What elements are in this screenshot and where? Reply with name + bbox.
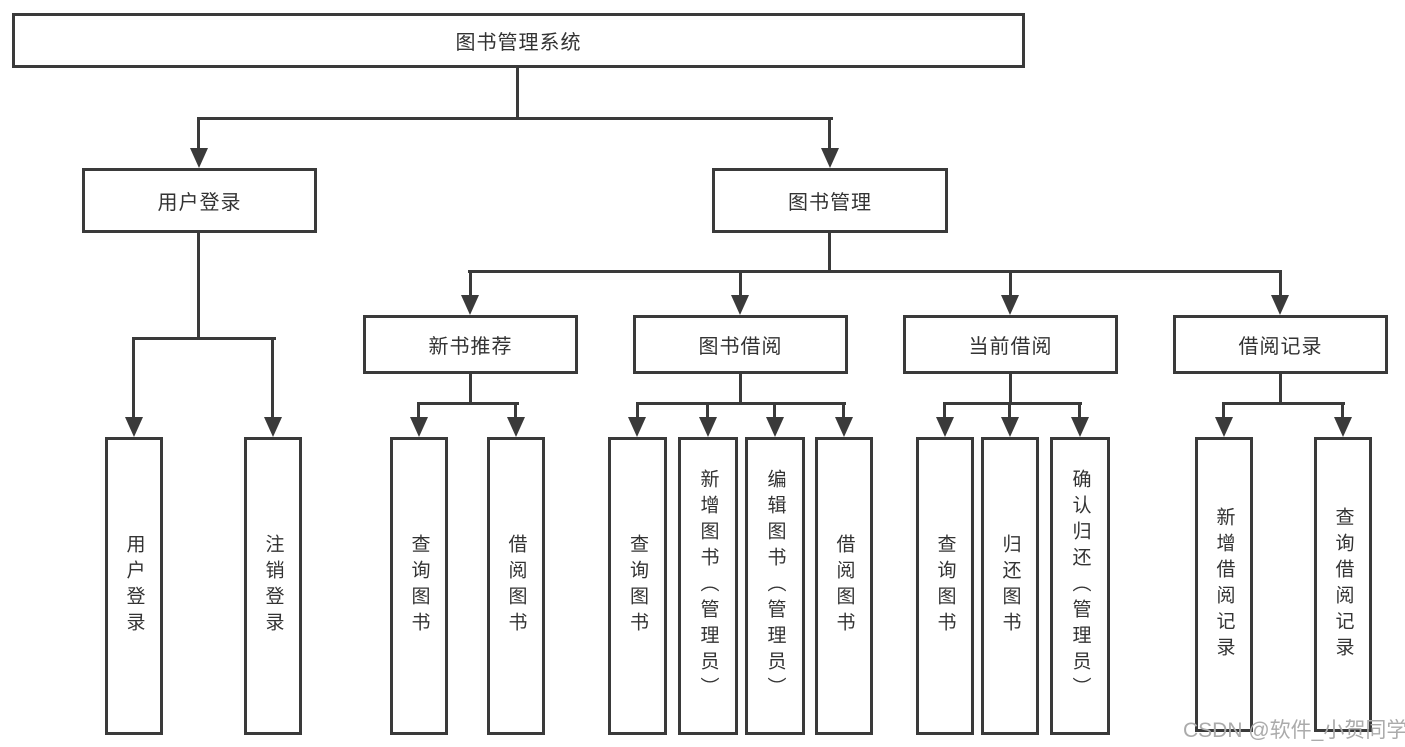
connector-line [1222,402,1225,417]
connector-line [706,402,709,417]
connector-line [828,233,831,270]
node-new-book-recommendation: 新书推荐 [363,315,578,374]
connector-line [469,270,472,295]
node-label: 新书推荐 [428,336,513,358]
arrow-down-icon [1071,417,1089,437]
leaf-label: 编辑图书（管理员） [764,469,786,703]
node-user-login: 用户登录 [82,168,317,233]
connector-line [1009,270,1012,295]
node-label: 借阅记录 [1238,336,1323,358]
leaf-label: 新增图书（管理员） [697,469,719,703]
node-borrowing-records: 借阅记录 [1173,315,1388,374]
leaf-label: 注销登录 [262,534,284,638]
leaf-return-books: 归还图书 [981,437,1039,735]
connector-line [1222,402,1345,405]
leaf-label: 用户登录 [123,534,145,638]
connector-line [636,402,639,417]
leaf-borrow-books-recommend: 借阅图书 [487,437,545,735]
connector-line [468,270,1282,273]
connector-line [197,233,200,337]
connector-line [197,117,200,148]
connector-line [417,402,519,405]
connector-line [943,402,1082,405]
arrow-down-icon [461,295,479,315]
connector-line [636,402,846,405]
connector-line [943,402,946,417]
node-current-borrowing: 当前借阅 [903,315,1118,374]
arrow-down-icon [821,148,839,168]
node-book-borrowing: 图书借阅 [633,315,848,374]
leaf-add-books-admin: 新增图书（管理员） [678,437,738,735]
arrow-down-icon [125,417,143,437]
arrow-down-icon [628,417,646,437]
node-label: 图书借阅 [698,336,783,358]
leaf-user-login: 用户登录 [105,437,163,735]
connector-line [1008,402,1011,417]
leaf-label: 归还图书 [999,534,1021,638]
leaf-query-borrow-record: 查询借阅记录 [1314,437,1372,732]
leaf-borrow-books: 借阅图书 [815,437,873,735]
arrow-down-icon [1334,417,1352,437]
connector-line [132,337,135,417]
arrow-down-icon [936,417,954,437]
arrow-down-icon [190,148,208,168]
connector-line [132,337,276,340]
connector-line [1078,402,1081,417]
node-label: 图书管理 [788,192,872,214]
connector-line [514,402,517,417]
leaf-logout: 注销登录 [244,437,302,735]
leaf-query-books-current: 查询图书 [916,437,974,735]
arrow-down-icon [699,417,717,437]
arrow-down-icon [1215,417,1233,437]
leaf-label: 查询借阅记录 [1332,506,1354,663]
leaf-edit-books-admin: 编辑图书（管理员） [745,437,805,735]
node-library-management-system: 图书管理系统 [12,13,1025,68]
connector-line [739,270,742,295]
arrow-down-icon [1271,295,1289,315]
leaf-label: 确认归还（管理员） [1069,469,1091,703]
connector-line [197,117,833,120]
arrow-down-icon [731,295,749,315]
leaf-label: 查询图书 [408,534,430,638]
leaf-label: 查询图书 [934,534,956,638]
connector-line [1341,402,1344,417]
node-label: 当前借阅 [968,336,1053,358]
leaf-query-books-borrow: 查询图书 [608,437,667,735]
connector-line [516,68,519,117]
leaf-add-borrow-record: 新增借阅记录 [1195,437,1253,732]
arrow-down-icon [264,417,282,437]
connector-line [739,374,742,402]
leaf-query-books-recommend: 查询图书 [390,437,448,735]
node-label: 用户登录 [157,192,242,214]
leaf-label: 借阅图书 [833,534,855,638]
connector-line [828,117,831,148]
connector-line [773,402,776,417]
node-book-management: 图书管理 [712,168,948,233]
leaf-confirm-return-admin: 确认归还（管理员） [1050,437,1110,735]
arrow-down-icon [410,417,428,437]
arrow-down-icon [1001,417,1019,437]
arrow-down-icon [835,417,853,437]
leaf-label: 借阅图书 [505,534,527,638]
arrow-down-icon [766,417,784,437]
connector-line [271,337,274,417]
connector-line [1279,374,1282,402]
connector-line [469,374,472,402]
node-label: 图书管理系统 [455,32,582,54]
arrow-down-icon [507,417,525,437]
leaf-label: 新增借阅记录 [1213,506,1235,663]
watermark: CSDN @软件_小贺同学 [1183,719,1405,742]
connector-line [417,402,420,417]
connector-line [842,402,845,417]
leaf-label: 查询图书 [627,534,648,638]
connector-line [1009,374,1012,402]
arrow-down-icon [1001,295,1019,315]
connector-line [1279,270,1282,295]
